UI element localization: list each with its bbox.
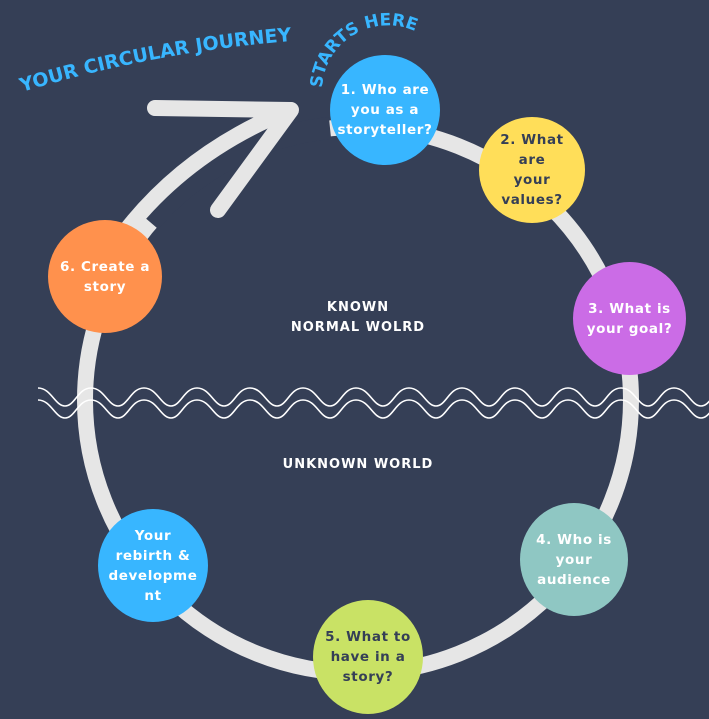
page-title: YOUR CIRCULAR JOURNEY — [16, 24, 292, 97]
rebirth-text: Your rebirth & developme nt — [108, 527, 198, 604]
step-4-node[interactable]: 4. Who is your audience — [520, 503, 628, 616]
step-5-text: 5. What to have in a story? — [325, 629, 411, 685]
step-3-node[interactable]: 3. What is your goal? — [573, 262, 686, 375]
step-6-node[interactable]: 6. Create a story — [48, 220, 162, 333]
step-3-text: 3. What is your goal? — [586, 300, 673, 337]
step-1-node[interactable]: 1. Who are you as a storyteller? — [330, 55, 440, 165]
wave-line — [37, 387, 709, 407]
world-divider — [37, 387, 709, 419]
step-5-node[interactable]: 5. What to have in a story? — [313, 600, 423, 714]
step-2-text: 2. What are your values? — [500, 132, 564, 208]
wave-line — [37, 399, 709, 419]
step-6-text: 6. Create a story — [59, 258, 151, 295]
rebirth-node[interactable]: Your rebirth & developme nt — [98, 509, 208, 622]
arrow-icon — [120, 100, 299, 236]
unknown-world-label: UNKNOWN WORLD — [282, 457, 434, 472]
step-4-text: 4. Who is your audience — [536, 531, 612, 588]
ring-gap-cover — [141, 117, 332, 230]
step-2-node[interactable]: 2. What are your values? — [479, 117, 585, 223]
step-1-text: 1. Who are you as a storyteller? — [337, 82, 433, 138]
known-world-label: KNOWN NORMAL WOLRD — [290, 300, 426, 335]
